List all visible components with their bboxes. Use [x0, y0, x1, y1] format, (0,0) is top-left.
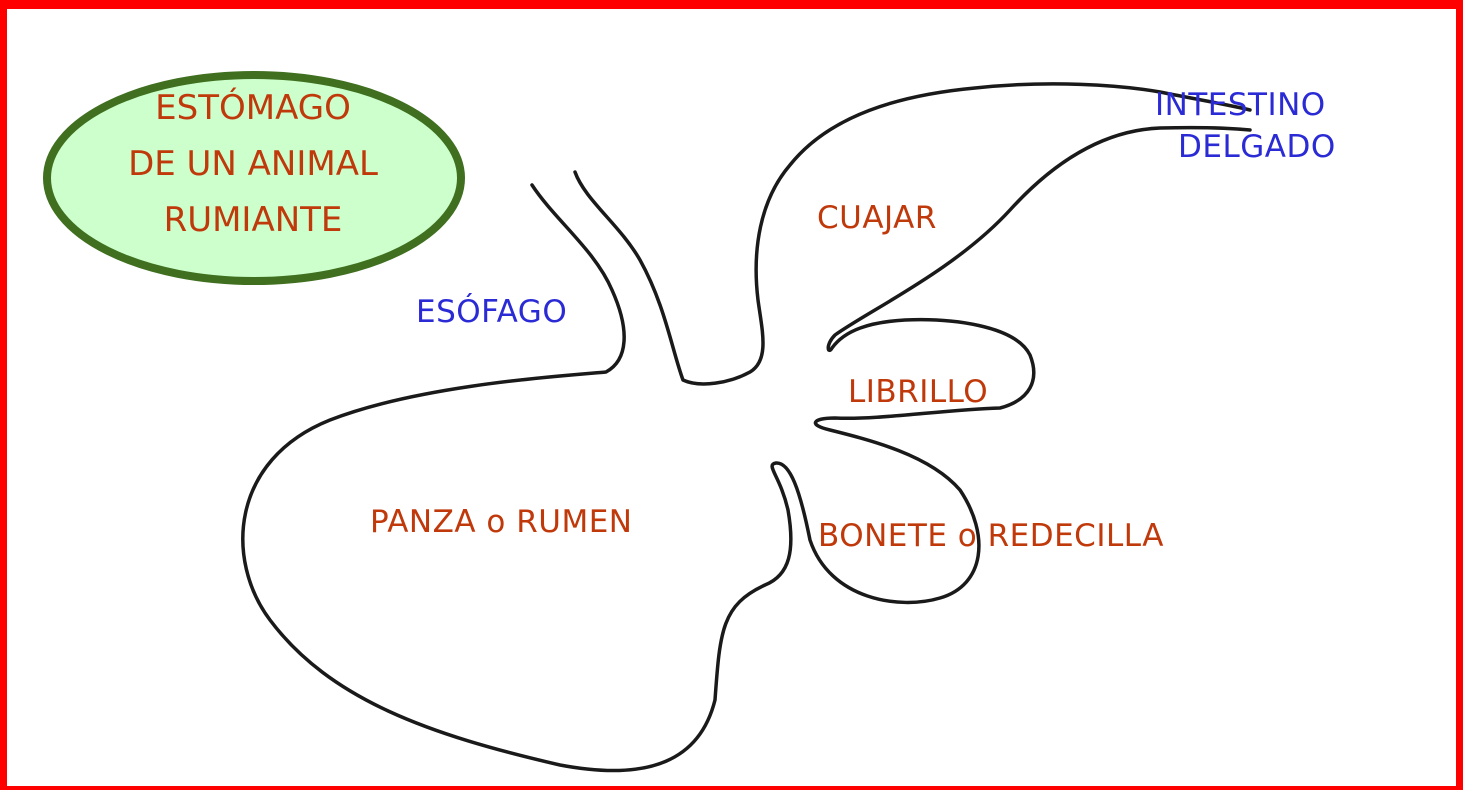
bonete-label: BONETE o REDECILLA	[818, 518, 1164, 554]
librillo-label: LIBRILLO	[848, 374, 989, 410]
title-line-1: ESTÓMAGO	[155, 88, 351, 128]
title-line-2: DE UN ANIMAL	[128, 144, 378, 184]
esofago-label: ESÓFAGO	[416, 294, 568, 330]
intestino-label-line2: DELGADO	[1178, 129, 1336, 165]
diagram-title: ESTÓMAGO DE UN ANIMAL RUMIANTE	[48, 80, 458, 248]
intestino-label-line1: INTESTINO	[1155, 87, 1326, 123]
rumen-outline	[241, 125, 1252, 773]
title-oval	[43, 71, 465, 285]
esophagus-cuajar-outline	[573, 82, 1252, 386]
panza-label: PANZA o RUMEN	[370, 504, 633, 540]
cuajar-label: CUAJAR	[817, 200, 937, 236]
title-line-3: RUMIANTE	[163, 200, 343, 240]
